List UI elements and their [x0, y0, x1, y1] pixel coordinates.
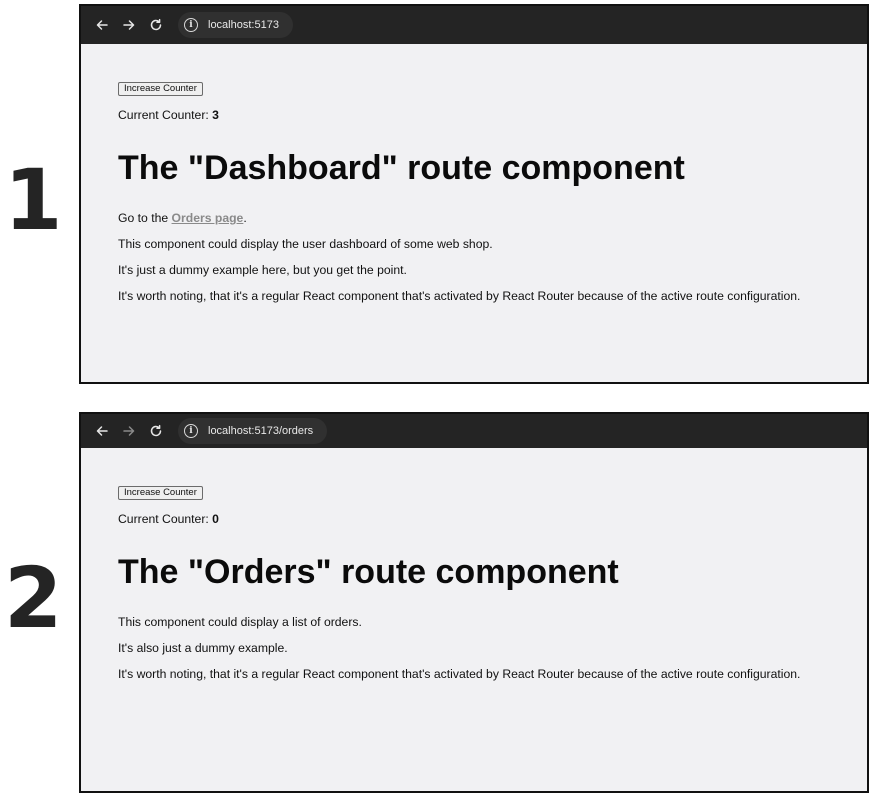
page-content: Increase Counter Current Counter: 3 The … — [81, 44, 867, 303]
site-info-icon[interactable]: i — [184, 18, 198, 32]
orders-page-link[interactable]: Orders page — [171, 210, 244, 225]
back-arrow-icon — [96, 426, 108, 436]
url-text: localhost:5173/orders — [208, 425, 314, 437]
increase-counter-button[interactable]: Increase Counter — [118, 82, 203, 96]
paragraph-3: It's worth noting, that it's a regular R… — [118, 288, 801, 303]
step-number-1: 1 — [4, 151, 63, 249]
page-content: Increase Counter Current Counter: 0 The … — [81, 448, 867, 681]
site-info-icon[interactable]: i — [184, 424, 198, 438]
reload-button[interactable] — [145, 14, 167, 36]
address-bar[interactable]: i localhost:5173 — [178, 12, 293, 38]
browser-toolbar: i localhost:5173 — [81, 6, 867, 44]
paragraph-2: It's also just a dummy example. — [118, 640, 288, 655]
counter-display: Current Counter: 0 — [118, 512, 867, 526]
orders-link-paragraph: Go to the Orders page. — [118, 211, 867, 225]
counter-value: 0 — [212, 512, 219, 526]
paragraph-2: It's just a dummy example here, but you … — [118, 262, 407, 277]
reload-icon — [150, 424, 162, 437]
counter-value: 3 — [212, 108, 219, 122]
counter-label: Current Counter: — [118, 108, 209, 122]
forward-button[interactable] — [118, 14, 140, 36]
forward-arrow-icon — [123, 20, 135, 30]
browser-window-dashboard: i localhost:5173 Increase Counter Curren… — [79, 4, 869, 384]
address-bar[interactable]: i localhost:5173/orders — [178, 418, 328, 444]
increase-counter-button[interactable]: Increase Counter — [118, 486, 203, 500]
back-button[interactable] — [91, 14, 113, 36]
counter-display: Current Counter: 3 — [118, 108, 867, 122]
link-prefix: Go to the — [118, 210, 172, 225]
forward-button[interactable] — [118, 420, 140, 442]
page-heading: The "Dashboard" route component — [118, 149, 685, 187]
paragraph-1: This component could display the user da… — [118, 236, 493, 251]
browser-window-orders: i localhost:5173/orders Increase Counter… — [79, 412, 869, 793]
back-button[interactable] — [91, 420, 113, 442]
back-arrow-icon — [96, 20, 108, 30]
forward-arrow-icon — [123, 426, 135, 436]
browser-toolbar: i localhost:5173/orders — [81, 414, 867, 448]
link-suffix: . — [243, 210, 247, 225]
paragraph-1: This component could display a list of o… — [118, 614, 362, 629]
counter-label: Current Counter: — [118, 512, 209, 526]
paragraph-3: It's worth noting, that it's a regular R… — [118, 666, 801, 681]
reload-icon — [150, 18, 162, 31]
reload-button[interactable] — [145, 420, 167, 442]
url-text: localhost:5173 — [208, 19, 279, 31]
step-number-2: 2 — [4, 549, 63, 647]
page-heading: The "Orders" route component — [118, 553, 619, 591]
